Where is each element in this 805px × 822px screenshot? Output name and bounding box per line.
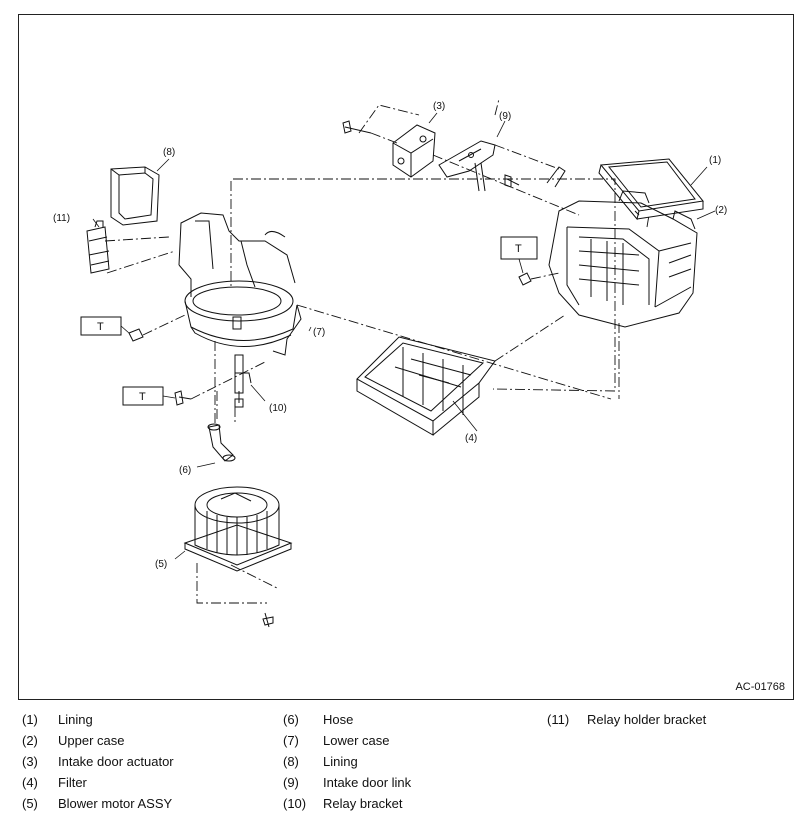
torque-box-1: T xyxy=(80,316,130,336)
callout-9: (9) xyxy=(499,111,511,122)
callout-7: (7) xyxy=(313,327,325,338)
callout-8: (8) xyxy=(163,147,175,158)
part-intake-door-actuator xyxy=(342,120,436,178)
part-relay-holder-bracket xyxy=(86,220,110,274)
part-blower-motor xyxy=(183,486,293,572)
callout-4: (4) xyxy=(465,433,477,444)
figure-id: AC-01768 xyxy=(735,681,785,693)
torque-box-3: T xyxy=(500,236,538,274)
svg-text:T: T xyxy=(515,243,522,255)
callout-11: (11) xyxy=(53,213,70,224)
svg-text:T: T xyxy=(97,321,104,333)
part-lining-top xyxy=(598,158,704,221)
callout-10: (10) xyxy=(269,403,287,414)
parts-legend: (1)Lining (2)Upper case (3)Intake door a… xyxy=(22,712,707,811)
part-filter xyxy=(356,336,496,436)
part-relay-bracket xyxy=(234,354,252,408)
torque-box-2: T xyxy=(122,386,176,406)
callout-1: (1) xyxy=(709,155,721,166)
part-lining-left xyxy=(110,166,160,226)
callout-3: (3) xyxy=(433,101,445,112)
part-upper-case xyxy=(548,190,698,328)
callout-6: (6) xyxy=(179,465,191,476)
leader-lines xyxy=(92,112,716,560)
diagram-drawing: (1) (2) (3) (4) (5) (6) (7) (8) (9) (10)… xyxy=(53,98,727,628)
fasteners xyxy=(128,272,532,628)
exploded-diagram: (1) (2) (3) (4) (5) (6) (7) (8) (9) (10)… xyxy=(18,14,794,700)
svg-text:T: T xyxy=(139,391,146,403)
alignment-lines xyxy=(104,98,650,604)
part-intake-door-link xyxy=(438,140,566,192)
callout-2: (2) xyxy=(715,205,727,216)
part-hose xyxy=(207,423,236,462)
callout-5: (5) xyxy=(155,559,167,570)
part-lower-case xyxy=(178,212,302,356)
